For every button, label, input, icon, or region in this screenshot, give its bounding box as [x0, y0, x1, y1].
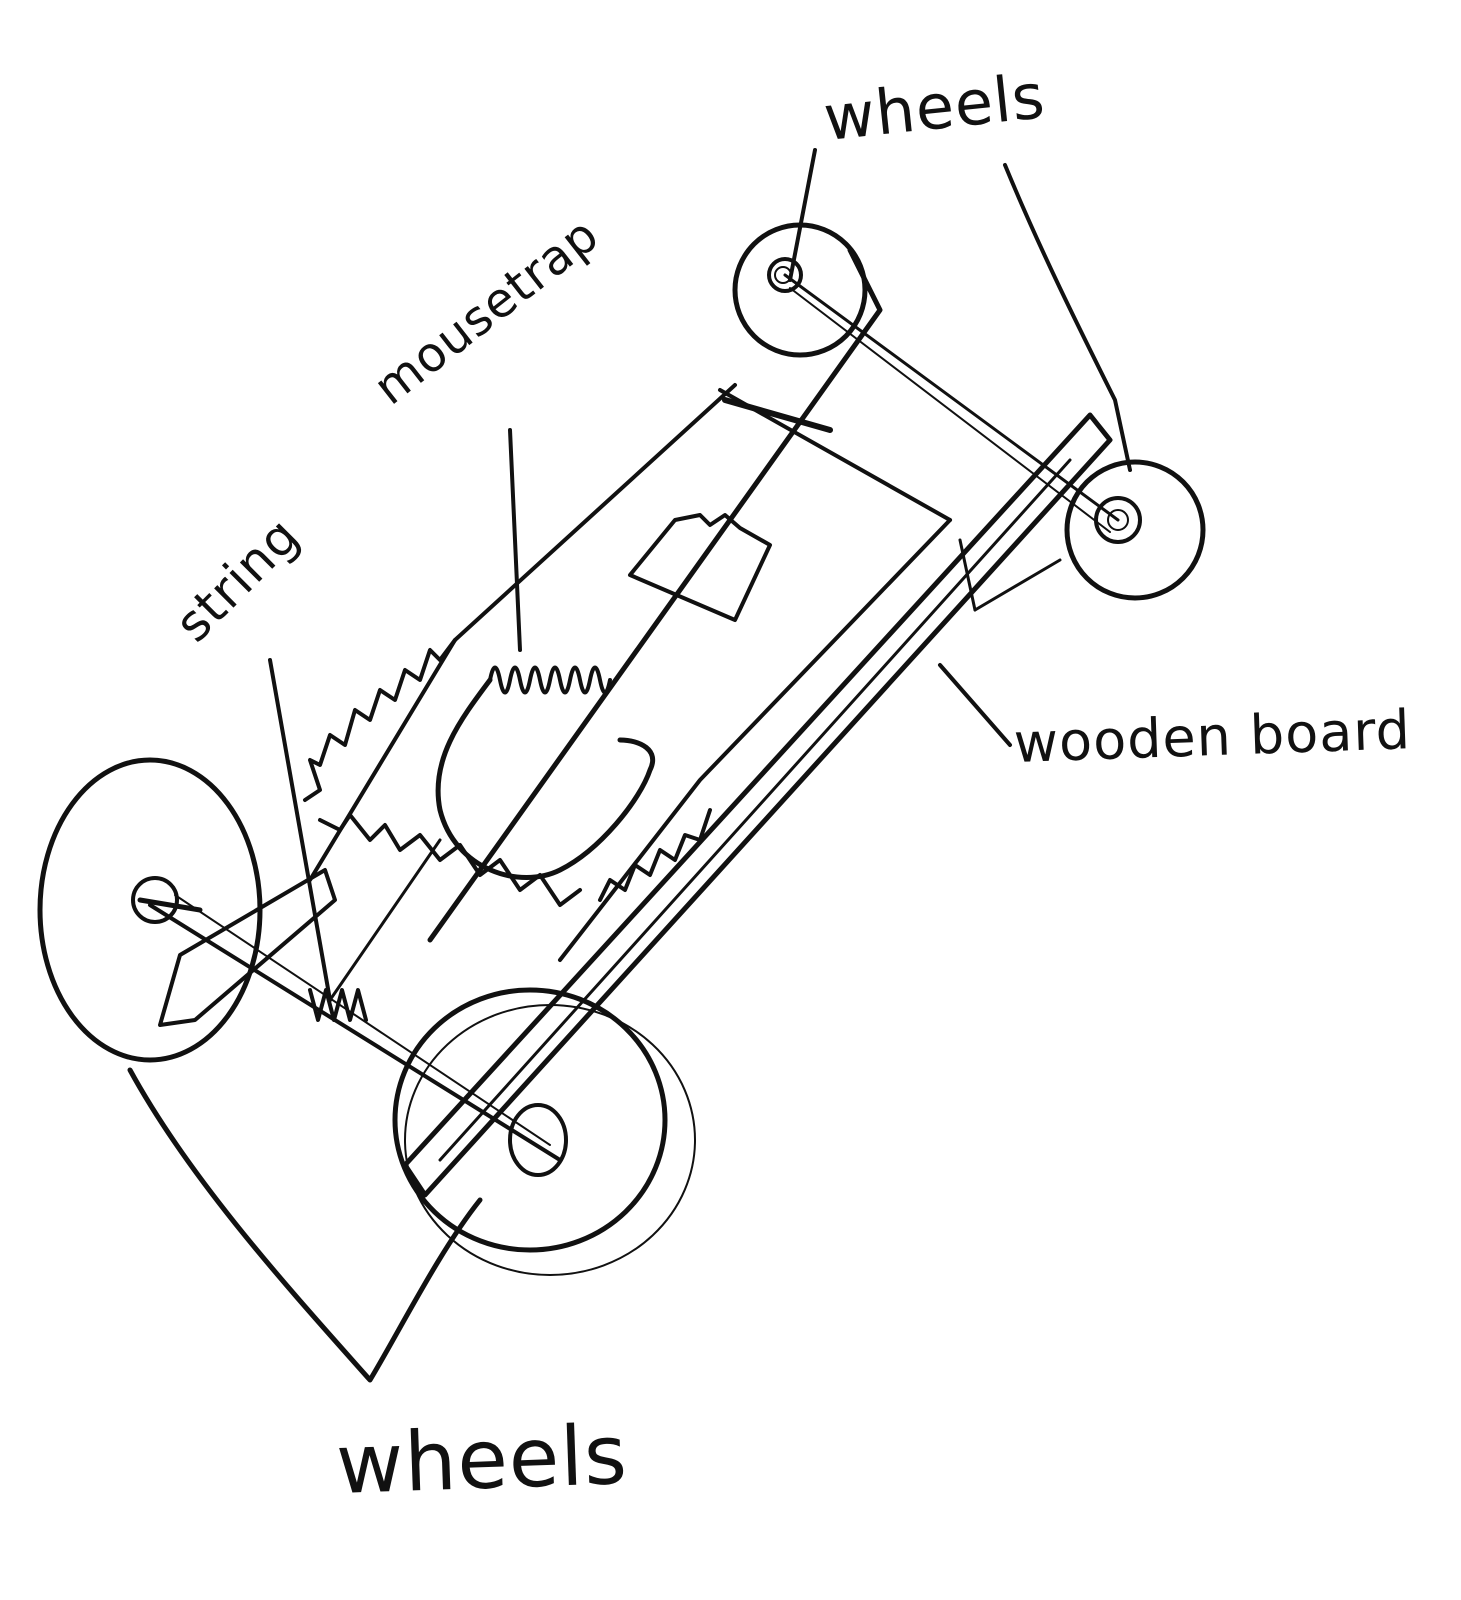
bottom-right-wheel-rim: [392, 987, 668, 1253]
wooden-board-strip: [402, 412, 1113, 1198]
bottom-right-wheel: [392, 987, 696, 1276]
leader-wheels-top-left: [788, 148, 817, 282]
bottom-left-wheel-axle-end: [137, 897, 203, 913]
board-strip-inner: [438, 458, 1072, 1162]
board-strip-side: [958, 538, 977, 612]
top-left-wheel-hub: [767, 257, 803, 293]
frame-right-rail: [558, 518, 952, 962]
bottom-left-wheel: [37, 757, 263, 1063]
leader-mousetrap: [508, 428, 522, 652]
top-right-wheel-hub: [1094, 496, 1142, 544]
top-right-wheel-hub-inner: [1107, 509, 1129, 531]
top-left-wheel: [732, 222, 868, 358]
top-right-wheel: [1064, 459, 1206, 601]
bottom-left-wheel-hub: [131, 876, 179, 924]
board-strip-side: [973, 558, 1062, 612]
leader-wheels-bottom: [127, 1067, 483, 1383]
trap-zigzag-bottom: [318, 813, 582, 907]
frame-left-rail: [427, 247, 883, 943]
frame-left-rail-inner: [308, 383, 737, 882]
rear-axle-line: [148, 903, 562, 1162]
pull-string-arm: [328, 838, 442, 1002]
mousetrap-mechanism: [303, 638, 712, 907]
bottom-right-wheel-hub: [508, 1103, 568, 1177]
trap-zigzag-left: [303, 638, 457, 802]
frame-top-cross: [722, 397, 833, 433]
bottom-right-wheel-outer-rim: [404, 1004, 696, 1276]
left-rear-bracket: [158, 868, 337, 1027]
rear-axle-line: [174, 894, 551, 1146]
trap-snap-arm: [435, 677, 656, 880]
top-left-wheel-rim: [732, 222, 868, 358]
leader-wooden-board: [938, 663, 1012, 747]
pull-string: [268, 658, 332, 1002]
rear-axle: [148, 894, 562, 1162]
trap-spring: [488, 665, 612, 695]
bottom-left-wheel-rim: [37, 757, 263, 1063]
bait-pad: [628, 513, 772, 622]
front-axle-line: [783, 273, 1120, 522]
front-axle: [783, 273, 1120, 533]
front-axle-line: [789, 287, 1111, 533]
label-wheels-bottom: wheels: [334, 1407, 630, 1513]
trap-zigzag-right: [598, 808, 712, 902]
top-right-wheel-rim: [1064, 459, 1206, 601]
leader-wheels-top-right: [1003, 163, 1132, 472]
string-coil: [308, 988, 368, 1022]
leader-lines: [127, 148, 1132, 1383]
